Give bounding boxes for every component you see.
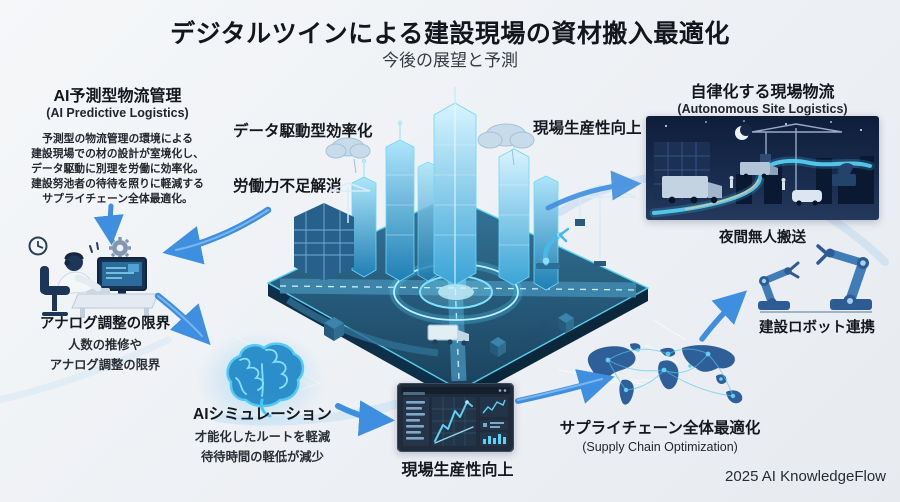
analog-limit-line: アナログ調整の限界: [49, 358, 161, 372]
moon-icon: [735, 124, 752, 140]
page-title: デジタルツインによる建設現場の資材搬入最適化: [170, 20, 730, 48]
alert-sparks: [89, 242, 99, 253]
operator-at-desk-illustration: [28, 236, 159, 318]
night-caption: 夜間無人搬送: [719, 230, 806, 246]
desk: [71, 293, 159, 309]
page-subtitle: 今後の展望と予測: [382, 51, 518, 70]
chair: [40, 266, 70, 316]
ai-simulation-line: 才能化したルートを軽減: [194, 430, 331, 444]
ai-logistics-panel: AI予測型物流管理 (AI Predictive Logistics) 予測型の…: [10, 82, 225, 207]
analog-limit-line: 人数の推修や: [68, 338, 142, 352]
ai-logistics-heading: AI予測型物流管理: [53, 88, 182, 105]
monitor: [97, 257, 147, 295]
autonomous-heading: 自律化する現場物流: [690, 84, 835, 101]
ai-logistics-subheading: (AI Predictive Logistics): [46, 106, 189, 120]
digital-twin-city-illustration: [235, 87, 687, 395]
night-trucks: [662, 162, 856, 206]
cloud-icon: [325, 123, 535, 174]
ai-logistics-body-line: データ駆動に別理を労働に効率化。: [31, 163, 204, 175]
clock-icon: [28, 236, 48, 256]
label-site-productivity-top: 現場生産性向上: [533, 120, 642, 137]
brain-icon: [226, 342, 305, 418]
ai-logistics-body-line: 建設現場での材の設計が室境化し、: [31, 148, 204, 160]
platform-side-right: [460, 288, 648, 395]
gear-icon: [109, 237, 131, 259]
network-nodes: [605, 348, 736, 399]
dashboard-screen: [397, 383, 514, 452]
platform-robot-arm: [536, 227, 570, 269]
footer-credit: 2025 AI KnowledgeFlow: [725, 468, 886, 485]
label-labor-shortage: 労働力不足解消: [233, 178, 342, 195]
analog-limit-heading: アナログ調整の限界: [39, 316, 171, 332]
dashboard-caption: 現場生産性向上: [401, 462, 514, 479]
autonomous-logistics-section: 自律化する現場物流 (Autonomous Site Logistics): [645, 78, 880, 116]
stars: [665, 120, 862, 131]
supply-chain-subheading: (Supply Chain Optimization): [582, 440, 738, 454]
ai-logistics-body-line: サプライチェーン全体最適化。: [42, 193, 193, 205]
robot-caption: 建設ロボット連携: [759, 320, 875, 336]
supply-chain-section: サプライチェーン全体最適化 (Supply Chain Optimization…: [540, 416, 780, 454]
ai-logistics-body-line: 予測型の物流管理の環境による: [42, 133, 193, 145]
label-data-driven: データ駆動型効率化: [233, 123, 373, 140]
ai-simulation-heading: AIシミュレーション: [193, 406, 332, 423]
autonomous-subheading: (Autonomous Site Logistics): [677, 102, 848, 116]
material-cubes: [324, 313, 574, 357]
hologram-towers: [351, 87, 559, 291]
robot-arms-illustration: [758, 244, 872, 313]
ai-simulation-line: 待待時間の軽低が減少: [201, 450, 324, 464]
analog-limit-section: アナログ調整の限界 人数の推修や アナログ調整の限界: [10, 312, 200, 373]
night-scene-image: [646, 116, 879, 220]
supply-chain-heading: サプライチェーン全体最適化: [559, 420, 761, 437]
brain-glow: [196, 330, 326, 430]
world-map-illustration: [587, 343, 743, 405]
platform-truck: [427, 324, 469, 346]
scaffold-building: [294, 203, 354, 281]
ai-simulation-section: AIシミュレーション 才能化したルートを軽減 待待時間の軽低が減少: [170, 402, 355, 465]
ai-logistics-body-line: 建設努池者の待待を照りに軽減する: [31, 178, 204, 190]
